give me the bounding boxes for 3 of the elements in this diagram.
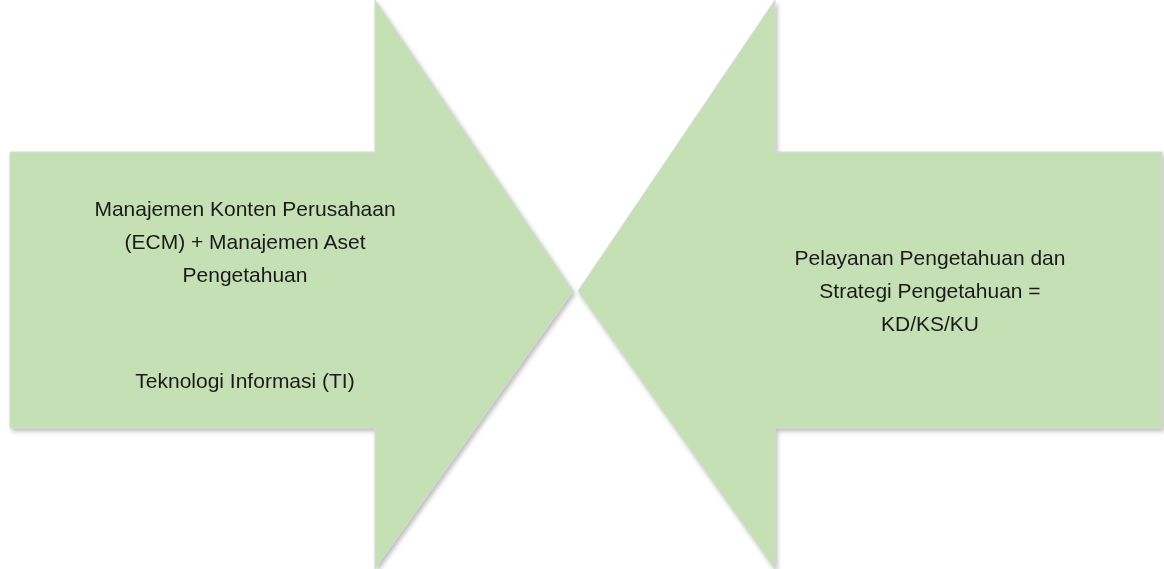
- arrow-text: Pelayanan Pengetahuan dan Strategi Pengetahuan = KD/KS/KU: [793, 245, 1067, 337]
- arrow-text: Teknologi Informasi (TI): [134, 368, 356, 394]
- arrow-text: Manajemen Konten Perusahaan (ECM) + Manajemen Aset Pengetahuan: [93, 196, 397, 288]
